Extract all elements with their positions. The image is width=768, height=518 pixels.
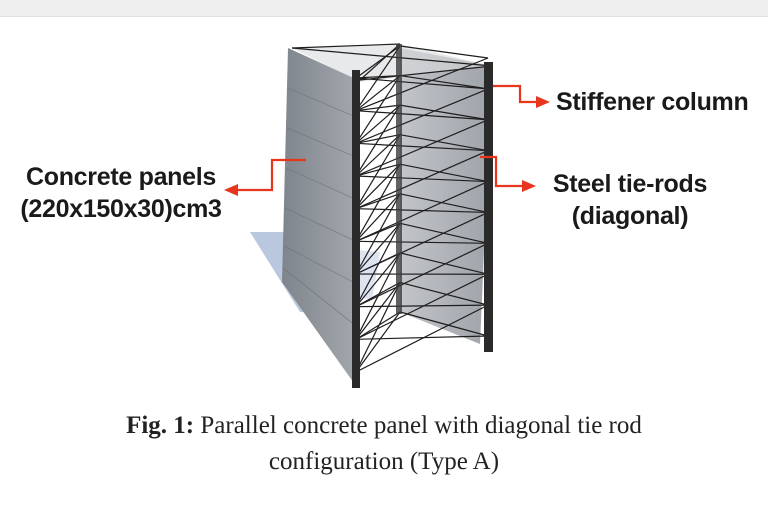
tie-rod-horizontal [355,75,401,112]
tie-rod-diagonal [355,193,401,210]
tie-rod-diagonal [355,335,489,340]
tie-rod-diagonal [355,119,489,177]
tie-rod-diagonal [355,222,401,242]
figure-caption-line2: configuration (Type A) [268,448,500,475]
tie-rod-diagonal [355,88,489,144]
tie-rod-diagonal [355,281,401,308]
concrete-panels-label-line1: Concrete panels [25,163,216,191]
caption-text-1: Parallel concrete panel with diagonal ti… [194,412,642,439]
figure-caption-line1: Fig. 1: Parallel concrete panel with dia… [0,410,768,442]
tie-rod-top [359,65,493,81]
stiffener-column-label: Stiffener column [556,88,749,116]
tie-rod-diagonal [355,104,401,177]
back-left-column [396,44,402,314]
tie-rod-back [399,45,489,59]
tie-rod-horizontal [355,311,401,373]
tie-rods-label-line2: (diagonal) [571,202,689,230]
arrow-heads [224,96,550,196]
tie-rod-diagonal [355,75,401,144]
stiffener-arrowhead [536,96,550,108]
figure-number: Fig. 1: [126,412,195,439]
tie-rod-horizontal [355,193,401,242]
tie-rod-back [399,163,489,183]
tie-rod-diagonal [355,193,401,275]
back-stiffener-column [484,62,493,352]
tie-rod-top [291,47,493,67]
tie-rod-horizontal [355,134,401,177]
tie-rod-diagonal [355,252,401,340]
tie-rod-diagonal [355,134,401,209]
tie-rod-diagonal [355,282,401,373]
tie-rod-back [399,252,489,275]
tie-rod-diagonal [355,57,489,112]
tie-rod-diagonal [355,252,401,275]
tie-rod-diagonal [355,104,401,112]
tierods-leader [480,155,524,188]
tie-rod-back [399,281,489,306]
tie-rod-diagonal [355,311,401,340]
tie-rod-back [399,104,489,121]
tie-rod-horizontal [355,222,401,275]
tie-rod-diagonal [355,208,489,214]
steel-tie-rods [291,43,493,373]
tie-rod-back [399,311,489,337]
top-edge [292,44,492,82]
tie-rod-diagonal [355,304,489,308]
tie-rod-back [399,222,489,244]
panels-arrowhead [224,184,238,196]
stiffener-leader [493,84,538,104]
tie-rods-label-line1: Steel tie-rods [552,170,708,198]
tie-rod-horizontal [355,104,401,144]
tie-rod-top [291,43,401,49]
tie-rod-diagonal [355,240,489,244]
tie-rod-diagonal [355,223,401,307]
top-strip [0,0,768,17]
tie-rod-horizontal [355,163,401,210]
tie-rod-back [399,74,489,90]
tie-rod-diagonal [355,110,489,121]
tierods-arrowhead [522,180,536,192]
tie-rod-back [399,193,489,214]
tie-rod-diagonal [355,175,489,183]
tie-rod-horizontal [355,282,401,340]
tie-rod-diagonal [355,181,489,242]
tie-rod-diagonal [355,142,489,152]
tie-rod-diagonal [355,150,489,210]
tie-rod-back [399,134,489,152]
leader-arrows [236,84,538,192]
panel-joints [282,87,359,327]
tie-rod-diagonal [355,163,401,242]
front-panel [282,48,358,386]
panels-leader [236,158,306,192]
concrete-panels-label-line2: (220x150x30)cm3 [20,195,222,223]
tie-rod-diagonal [355,134,401,144]
front-stiffener-column [352,70,360,388]
tie-rod-diagonal [355,163,401,177]
tie-rod-diagonal [355,304,489,373]
tie-rod-diagonal [355,77,489,90]
tie-rod-horizontal [355,252,401,308]
tie-rod-top [359,43,401,81]
